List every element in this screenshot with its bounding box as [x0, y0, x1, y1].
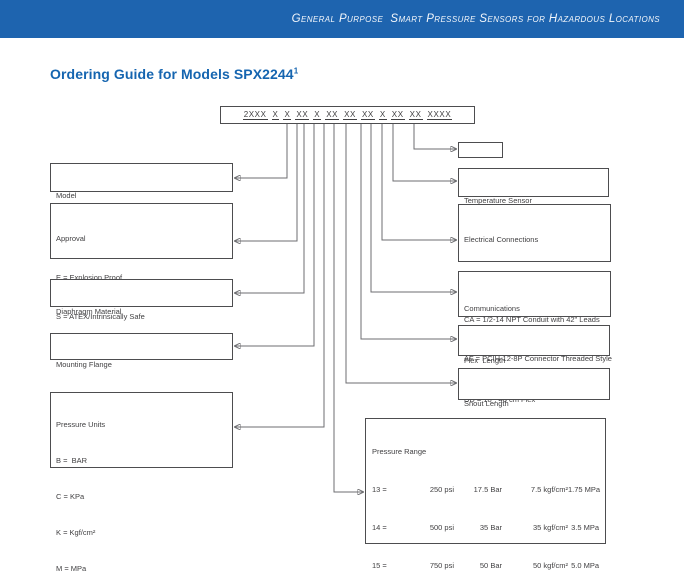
- page-title: Ordering Guide for Models SPX22441: [50, 66, 298, 82]
- approval-box: Approval E = Explosion Proof S = ATEX/In…: [50, 203, 233, 360]
- box-line: E = Explosion Proof: [56, 273, 123, 282]
- diaphragm-material-box: Diaphragm Material A = DyMax Coated 15-5…: [50, 279, 233, 352]
- range-mpa: 1.75 MPa: [568, 484, 601, 494]
- header-banner: General Purpose Smart Pressure Sensors f…: [0, 0, 684, 38]
- range-bar: 50 Bar: [479, 560, 502, 570]
- connector-temperature-sensor-line: [392, 124, 457, 181]
- connector-option-code-line: [413, 124, 457, 149]
- connector-pressure-units-line: [234, 124, 325, 427]
- code-group: X: [378, 110, 387, 120]
- range-bar: 35 Bar: [479, 522, 502, 532]
- option-code-box: Option Code: [458, 142, 505, 178]
- range-bar: 17.5 Bar: [473, 484, 502, 494]
- range-kgf: 50 kgf/cm²: [532, 560, 568, 570]
- range-mpa: 5.0 MPa: [571, 560, 599, 570]
- pressure-range-box: Pressure Range 13 = 250 psi 17.5 Bar 7.5…: [365, 418, 606, 570]
- box-title: Mounting Flange: [56, 360, 112, 369]
- mounting-flange-box: Mounting Flange 88 = Flat Faced Mounting…: [50, 333, 233, 404]
- code-group: 2XXX: [242, 110, 268, 120]
- code-group: XX: [390, 110, 405, 120]
- connector-diaphragm-line: [234, 124, 305, 293]
- pressure-range-row: 15 = 750 psi 50 Bar 50 kgf/cm² 5.0 MPa: [372, 560, 599, 573]
- box-line: M = MPa: [56, 564, 87, 573]
- connector-approval-line: [234, 124, 298, 241]
- model-box: Model 244: [50, 163, 233, 237]
- electrical-connections-box: Electrical Connections AC = PT1H-10-6P C…: [458, 204, 612, 363]
- range-psi: 750 psi: [429, 560, 454, 570]
- pressure-range-row: 14 = 500 psi 35 Bar 35 kgf/cm² 3.5 MPa: [372, 522, 599, 535]
- connector-flex-length-line: [360, 124, 457, 339]
- range-code: 13 =: [372, 484, 387, 494]
- connector-electrical-line: [381, 124, 457, 240]
- range-psi: 250 psi: [429, 484, 454, 494]
- box-line: B = BAR: [56, 456, 88, 465]
- box-line: S = ATEX/Intrinsically Safe: [56, 312, 145, 321]
- page-title-footnote: 1: [293, 66, 299, 76]
- snout-length-box: Snout Length NE = 2.031", 5.16 cm: [458, 368, 610, 447]
- connector-model-line: [234, 124, 288, 178]
- pressure-range-title: Pressure Range: [372, 447, 427, 457]
- code-group: XX: [408, 110, 423, 120]
- code-group: X: [271, 110, 280, 120]
- code-group: XXXX: [426, 110, 453, 120]
- range-psi: 500 psi: [429, 522, 454, 532]
- box-title: Electrical Connections: [464, 235, 539, 245]
- code-group: XX: [325, 110, 340, 120]
- temperature-sensor-box: Temperature Sensor ZZ = No Thermocouple …: [458, 168, 609, 242]
- range-mpa: 3.5 MPa: [571, 522, 599, 532]
- box-title: Pressure Units: [56, 420, 106, 429]
- range-kgf: 7.5 kgf/cm²: [530, 484, 568, 494]
- range-code: 15 =: [372, 560, 387, 570]
- code-group: XX: [343, 110, 357, 120]
- range-code: 14 =: [372, 522, 387, 532]
- box-title: Model: [56, 191, 77, 201]
- box-title: Communications: [464, 304, 520, 313]
- box-line: AF = PCIH-12-8P Connector Threaded Style: [464, 354, 612, 364]
- box-title: Snout Length: [464, 399, 509, 408]
- range-kgf: 35 kgf/cm²: [532, 522, 568, 532]
- pressure-range-row: 13 = 250 psi 17.5 Bar 7.5 kgf/cm² 1.75 M…: [372, 484, 601, 497]
- code-group: X: [283, 110, 292, 120]
- connector-pressure-range-line: [333, 124, 364, 492]
- ordering-code-box: 2XXX X X XX X XX XX XX X XX XX XXXX: [220, 106, 475, 124]
- header-banner-text: General Purpose Smart Pressure Sensors f…: [291, 13, 660, 25]
- box-title: Temperature Sensor: [464, 196, 532, 206]
- page-title-text: Ordering Guide for Models SPX2244: [50, 66, 294, 82]
- code-group: X: [313, 110, 322, 120]
- box-line: K = Kgf/cm²: [56, 528, 96, 537]
- communications-box: Communications A = No Protocol B = HART™…: [458, 271, 611, 397]
- code-group: XX: [360, 110, 375, 120]
- box-title: Diaphragm Material: [56, 307, 122, 316]
- box-line: CA = 1/2-14 NPT Conduit with 42" Leads: [464, 314, 600, 324]
- connector-communications-line: [370, 124, 457, 292]
- connector-mounting-flange-line: [234, 124, 315, 346]
- box-title: Flex Length: [464, 356, 506, 365]
- flex-length-box: Flex Length DD = 18", 46 cm Flex: [458, 325, 610, 404]
- code-group: XX: [295, 110, 310, 120]
- pressure-units-box: Pressure Units B = BAR C = KPa K = Kgf/c…: [50, 392, 233, 573]
- box-title: Approval: [56, 234, 86, 243]
- connector-snout-length-line: [345, 124, 457, 383]
- box-line: C = KPa: [56, 492, 85, 501]
